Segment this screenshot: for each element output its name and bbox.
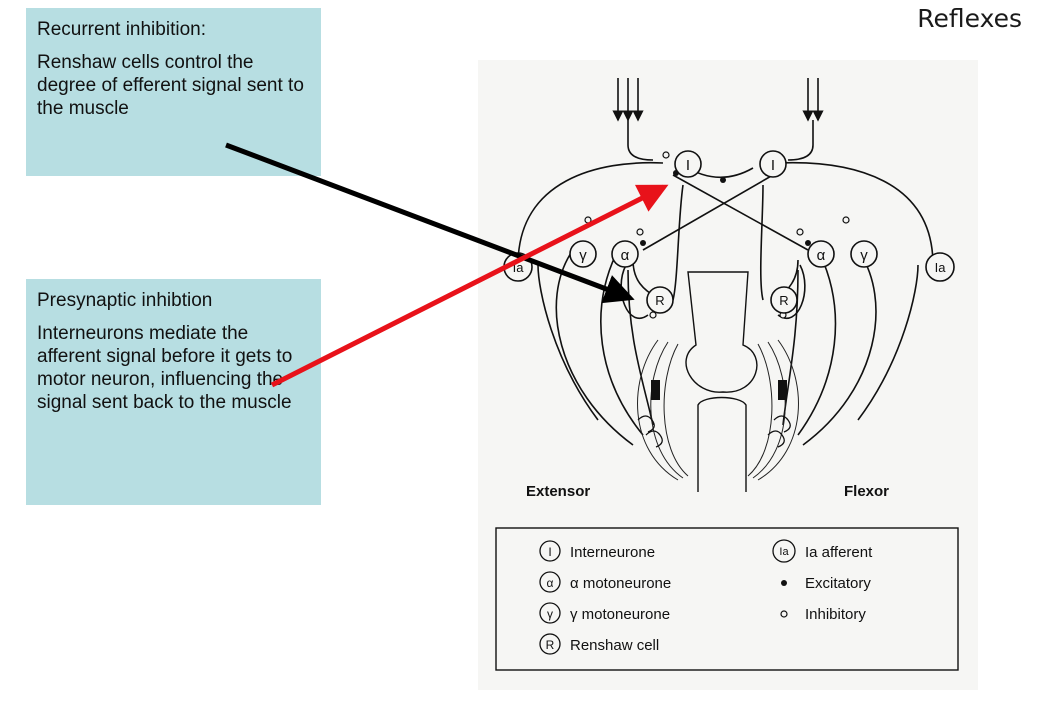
alpha-motoneurone-left: α — [611, 240, 639, 268]
neuron-label: Ia — [513, 260, 525, 275]
callout-title: Presynaptic inhibtion — [37, 290, 213, 311]
legend-symbol: α — [547, 576, 554, 590]
neuron-label: I — [771, 157, 775, 174]
neuron-label: R — [655, 293, 664, 308]
callout-body: Renshaw cells control the degree of effe… — [37, 52, 304, 119]
legend-item-excitatory: Excitatory — [781, 575, 871, 592]
legend-label: α motoneurone — [570, 575, 671, 592]
neuron-label: γ — [579, 247, 587, 264]
legend-symbol: Ia — [779, 546, 789, 558]
legend: I Interneurone α α motoneurone γ γ moton… — [495, 527, 959, 671]
gamma-motoneurone-left: γ — [569, 240, 597, 268]
legend-symbol: I — [548, 545, 551, 559]
legend-symbol: γ — [547, 607, 553, 621]
callout-title: Recurrent inhibition: — [37, 19, 206, 40]
legend-item-ia-afferent: Ia Ia afferent — [772, 539, 873, 563]
neuron-label: α — [817, 247, 826, 264]
legend-label: Renshaw cell — [570, 637, 659, 654]
legend-item-inhibitory: Inhibitory — [780, 606, 866, 623]
alpha-motoneurone-right: α — [807, 240, 835, 268]
inhibitory-dot-icon — [780, 610, 788, 618]
nerve-endings-icon — [637, 415, 791, 448]
page-title: Reflexes — [917, 4, 1022, 33]
ia-afferent-left: Ia — [503, 252, 533, 282]
excitatory-dot-icon — [781, 580, 787, 586]
legend-item-gamma: γ γ motoneurone — [539, 602, 670, 624]
legend-label: Interneurone — [570, 544, 655, 561]
flexor-spindle-icon — [778, 380, 787, 400]
gamma-motoneurone-right: γ — [850, 240, 878, 268]
neuron-label: R — [779, 293, 788, 308]
extensor-spindle-icon — [651, 380, 660, 400]
legend-box — [495, 527, 959, 671]
renshaw-cell-left: R — [646, 286, 674, 314]
interneurone-right: I — [759, 150, 787, 178]
neuron-label: α — [621, 247, 630, 264]
callout-recurrent-inhibition: Recurrent inhibition: Renshaw cells cont… — [26, 8, 321, 176]
callout-presynaptic-inhibition: Presynaptic inhibtion Interneurons media… — [26, 279, 321, 505]
legend-label: Inhibitory — [805, 606, 866, 623]
ligament-lines — [637, 339, 799, 481]
legend-item-renshaw: R Renshaw cell — [539, 633, 659, 655]
ia-afferent-right: Ia — [925, 252, 955, 282]
legend-item-interneurone: I Interneurone — [539, 540, 655, 562]
legend-label: Excitatory — [805, 575, 871, 592]
renshaw-cell-right: R — [770, 286, 798, 314]
neuron-label: Ia — [935, 260, 947, 275]
neuron-label: γ — [860, 247, 868, 264]
legend-label: γ motoneurone — [570, 606, 670, 623]
legend-symbol: R — [546, 638, 555, 652]
neuron-label: I — [686, 157, 690, 174]
legend-label: Ia afferent — [805, 544, 873, 561]
knee-joint-icon — [685, 271, 758, 492]
callout-body: Interneurons mediate the afferent signal… — [37, 323, 293, 413]
legend-item-alpha: α α motoneurone — [539, 571, 671, 593]
interneurone-left: I — [674, 150, 702, 178]
extensor-label: Extensor — [526, 483, 590, 500]
flexor-label: Flexor — [844, 483, 889, 500]
reflex-circuit-diagram: I I γ α α γ R R Ia Ia Extensor Flexor — [478, 60, 978, 690]
